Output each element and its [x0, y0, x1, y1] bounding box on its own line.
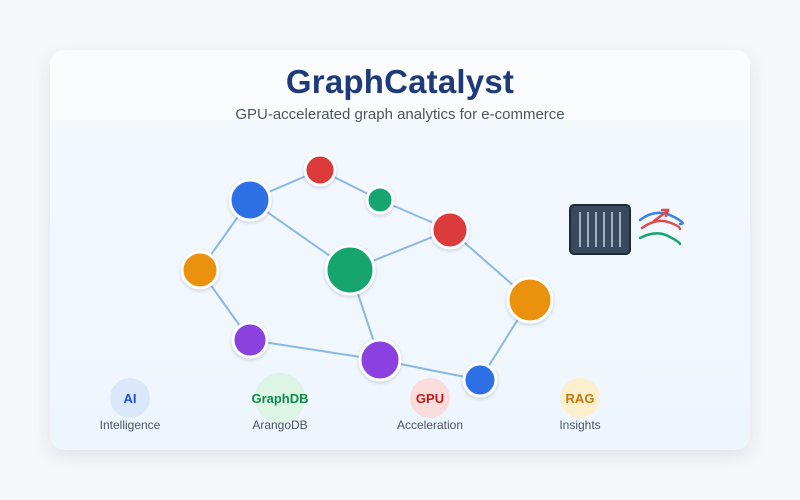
- page-title: GraphCatalyst: [285, 63, 515, 100]
- badge-rag-label: RAG: [565, 390, 595, 406]
- graph-edge: [249, 339, 381, 361]
- graph-node: [324, 244, 376, 296]
- graph-node: [462, 362, 498, 398]
- graph-node: [228, 178, 272, 222]
- badge-gpu-label: GPU: [415, 390, 445, 406]
- graph-node: [365, 185, 395, 215]
- graph-node: [180, 250, 220, 290]
- badge-graphdb-caption: ArangoDB: [252, 418, 308, 432]
- badge-rag-caption: Insights: [559, 418, 601, 432]
- chart-trend-icon: [638, 208, 684, 246]
- badge-ai-circle: AI: [110, 378, 150, 418]
- badge-rag: RAG Insights: [520, 378, 640, 432]
- badge-ai-label: AI: [123, 390, 137, 406]
- badge-gpu-caption: Acceleration: [396, 418, 464, 432]
- badge-ai: AI Intelligence: [70, 378, 190, 432]
- graph-node: [358, 338, 402, 382]
- graph-node: [506, 276, 554, 324]
- badge-gpu: GPU Acceleration: [370, 378, 490, 432]
- badge-rag-circle: RAG: [560, 378, 600, 418]
- badge-graphdb-label: GraphDB: [251, 390, 309, 406]
- page-subtitle: GPU-accelerated graph analytics for e-co…: [235, 106, 565, 123]
- network-graph: [180, 153, 684, 398]
- hero-card: GraphCatalyst GPU-accelerated graph anal…: [50, 50, 750, 450]
- graph-nodes: [180, 153, 554, 398]
- badge-gpu-circle: GPU: [410, 378, 450, 418]
- badge-ai-caption: Intelligence: [99, 418, 161, 432]
- gpu-card-icon: [569, 204, 631, 255]
- graph-node: [303, 153, 337, 187]
- graph-node: [231, 321, 269, 359]
- header-band: [50, 50, 750, 120]
- graph-node: [430, 210, 470, 250]
- badge-graphdb: GraphDB ArangoDB: [220, 373, 340, 432]
- badge-graphdb-circle: GraphDB: [251, 373, 309, 423]
